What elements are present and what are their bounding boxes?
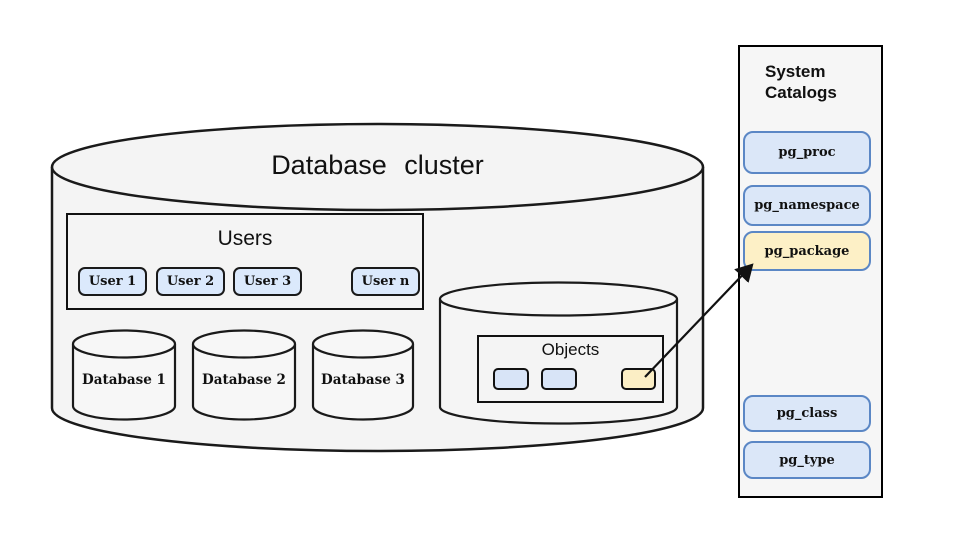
object-chip-1 bbox=[493, 368, 529, 390]
database-3-label: Database 3 bbox=[321, 372, 405, 388]
catalog-pg-proc: pg_proc bbox=[743, 131, 871, 174]
database-1-label: Database 1 bbox=[82, 372, 166, 388]
database-2-label: Database 2 bbox=[202, 372, 286, 388]
system-catalogs-title: System Catalogs bbox=[765, 62, 837, 103]
catalog-pg-namespace: pg_namespace bbox=[743, 185, 871, 226]
users-group-box: Users User 1 User 2 User 3 User n bbox=[66, 213, 424, 310]
objects-group-box: Objects bbox=[477, 335, 664, 403]
object-chip-package-highlighted bbox=[621, 368, 656, 390]
user-2-box: User 2 bbox=[156, 267, 225, 296]
user-3-box: User 3 bbox=[233, 267, 302, 296]
database-1-cylinder-top bbox=[71, 329, 177, 359]
objects-group-label: Objects bbox=[541, 340, 600, 359]
object-chip-2 bbox=[541, 368, 577, 390]
catalog-pg-class: pg_class bbox=[743, 395, 871, 432]
catalog-pg-type: pg_type bbox=[743, 441, 871, 479]
objects-cylinder-top bbox=[438, 281, 679, 317]
user-n-box: User n bbox=[351, 267, 420, 296]
catalog-pg-package-highlighted: pg_package bbox=[743, 231, 871, 271]
system-catalogs-panel: System Catalogs pg_proc pg_namespace pg_… bbox=[738, 45, 883, 498]
database-cluster-title: Database cluster bbox=[271, 150, 484, 180]
database-3-cylinder-top bbox=[311, 329, 415, 359]
user-1-box: User 1 bbox=[78, 267, 147, 296]
users-group-label: Users bbox=[217, 227, 273, 250]
database-2-cylinder-top bbox=[191, 329, 297, 359]
